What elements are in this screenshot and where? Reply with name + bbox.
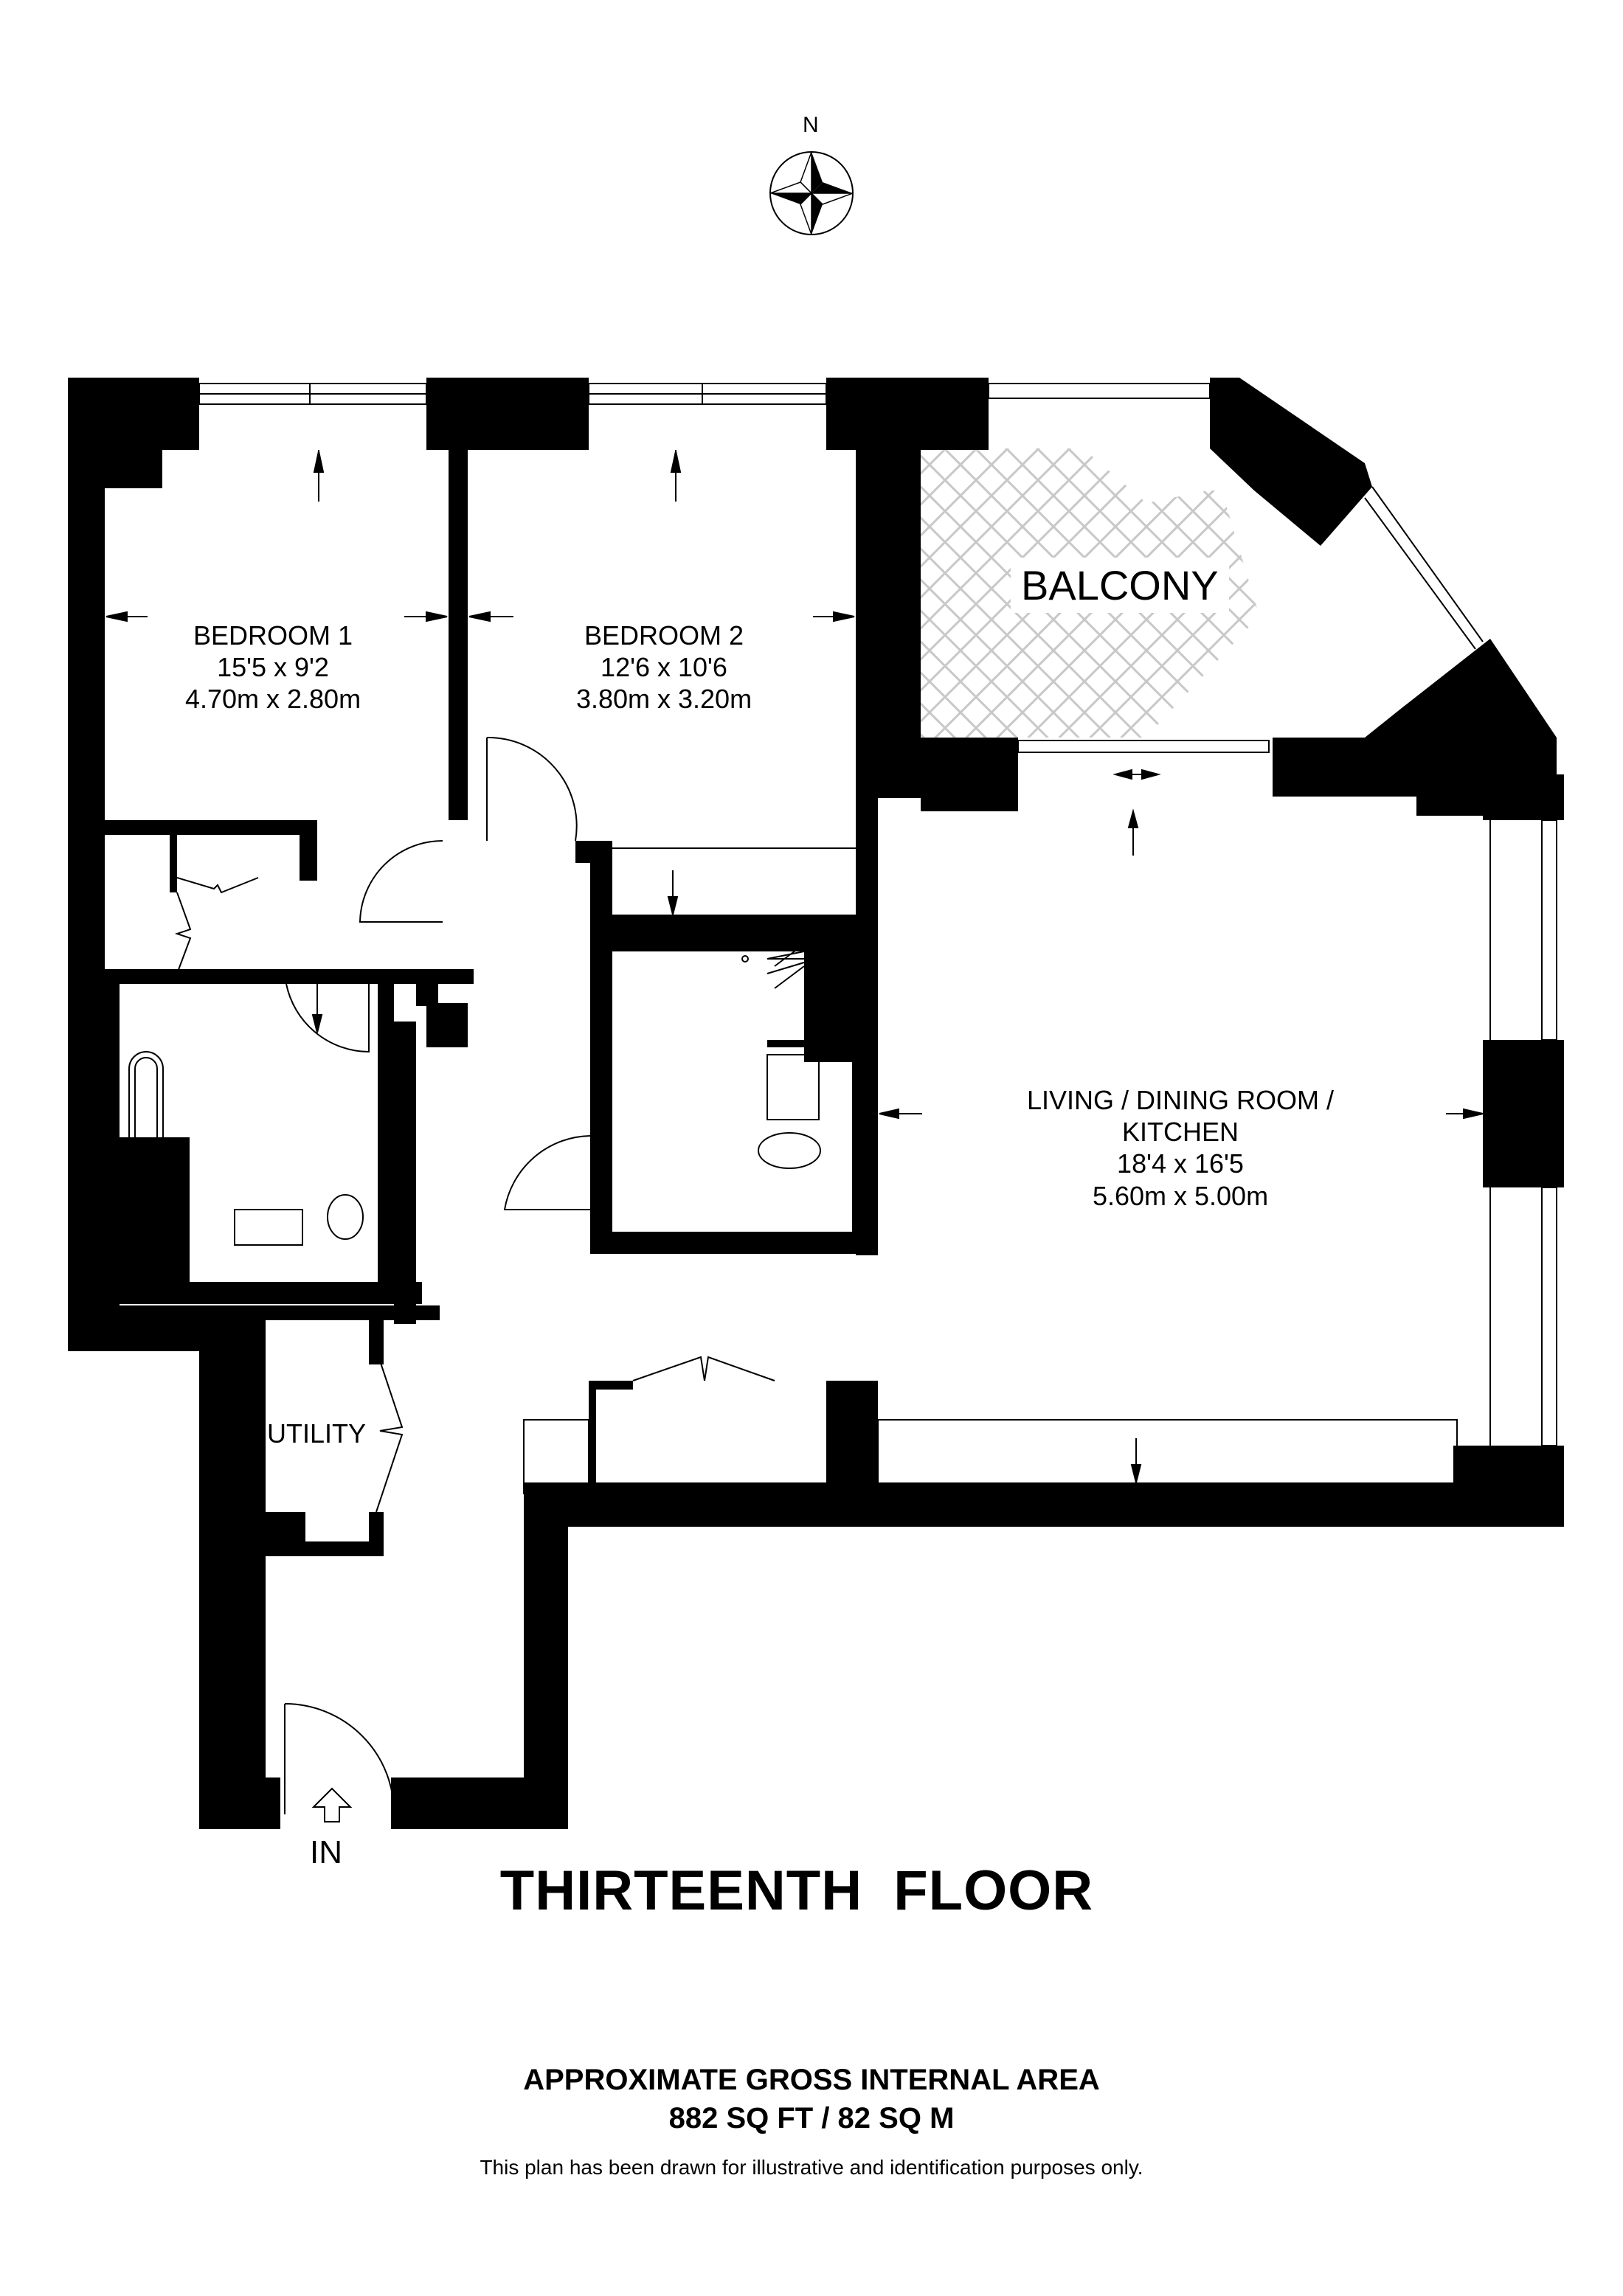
room-living-dining-kitchen: LIVING / DINING ROOM / KITCHEN 18'4 x 16… [959, 1084, 1402, 1212]
sink-icon [766, 1054, 820, 1120]
windows [198, 383, 1557, 1446]
floor-title: THIRTEENTH FLOOR [499, 1859, 1094, 1922]
room-dimensions-imperial: 15'5 x 9'2 [217, 652, 329, 683]
north-compass-rose-icon [769, 151, 854, 235]
room-dimensions-metric: 3.80m x 3.20m [575, 684, 752, 715]
toilet-icon [327, 1194, 364, 1240]
room-bedroom-2: BEDROOM 2 12'6 x 10'6 3.80m x 3.20m [531, 620, 797, 715]
room-name: LIVING / DINING ROOM / [1026, 1085, 1335, 1115]
bathroom-fixtures [128, 943, 821, 1246]
room-balcony: BALCONY [1011, 558, 1229, 614]
bathtub-icon [128, 1051, 164, 1221]
shower-icon [766, 943, 805, 989]
compass-north-label: N [803, 113, 819, 137]
room-dimensions-imperial: 12'6 x 10'6 [601, 652, 727, 683]
toilet-icon [758, 1132, 821, 1169]
room-name: BEDROOM 2 [584, 620, 744, 651]
doors [174, 736, 1458, 1815]
sink-icon [234, 1209, 303, 1246]
entrance-label: IN [310, 1834, 342, 1870]
area-value: 882 SQ FT / 82 SQ M [668, 2102, 955, 2134]
walls [68, 378, 1564, 1829]
room-dimensions-metric: 5.60m x 5.00m [1092, 1180, 1269, 1211]
entrance-arrow-icon [311, 1787, 353, 1822]
room-utility: UTILITY [267, 1418, 367, 1449]
room-dimensions-imperial: 18'4 x 16'5 [1117, 1148, 1244, 1179]
dimension-arrows [105, 450, 1484, 1483]
disclaimer: This plan has been drawn for illustrativ… [480, 2156, 1143, 2179]
room-name-cont: KITCHEN [1121, 1117, 1239, 1148]
area-heading: APPROXIMATE GROSS INTERNAL AREA [523, 2064, 1100, 2096]
room-name: BEDROOM 1 [193, 620, 353, 651]
room-bedroom-1: BEDROOM 1 15'5 x 9'2 4.70m x 2.80m [140, 620, 406, 715]
room-dimensions-metric: 4.70m x 2.80m [184, 684, 361, 715]
